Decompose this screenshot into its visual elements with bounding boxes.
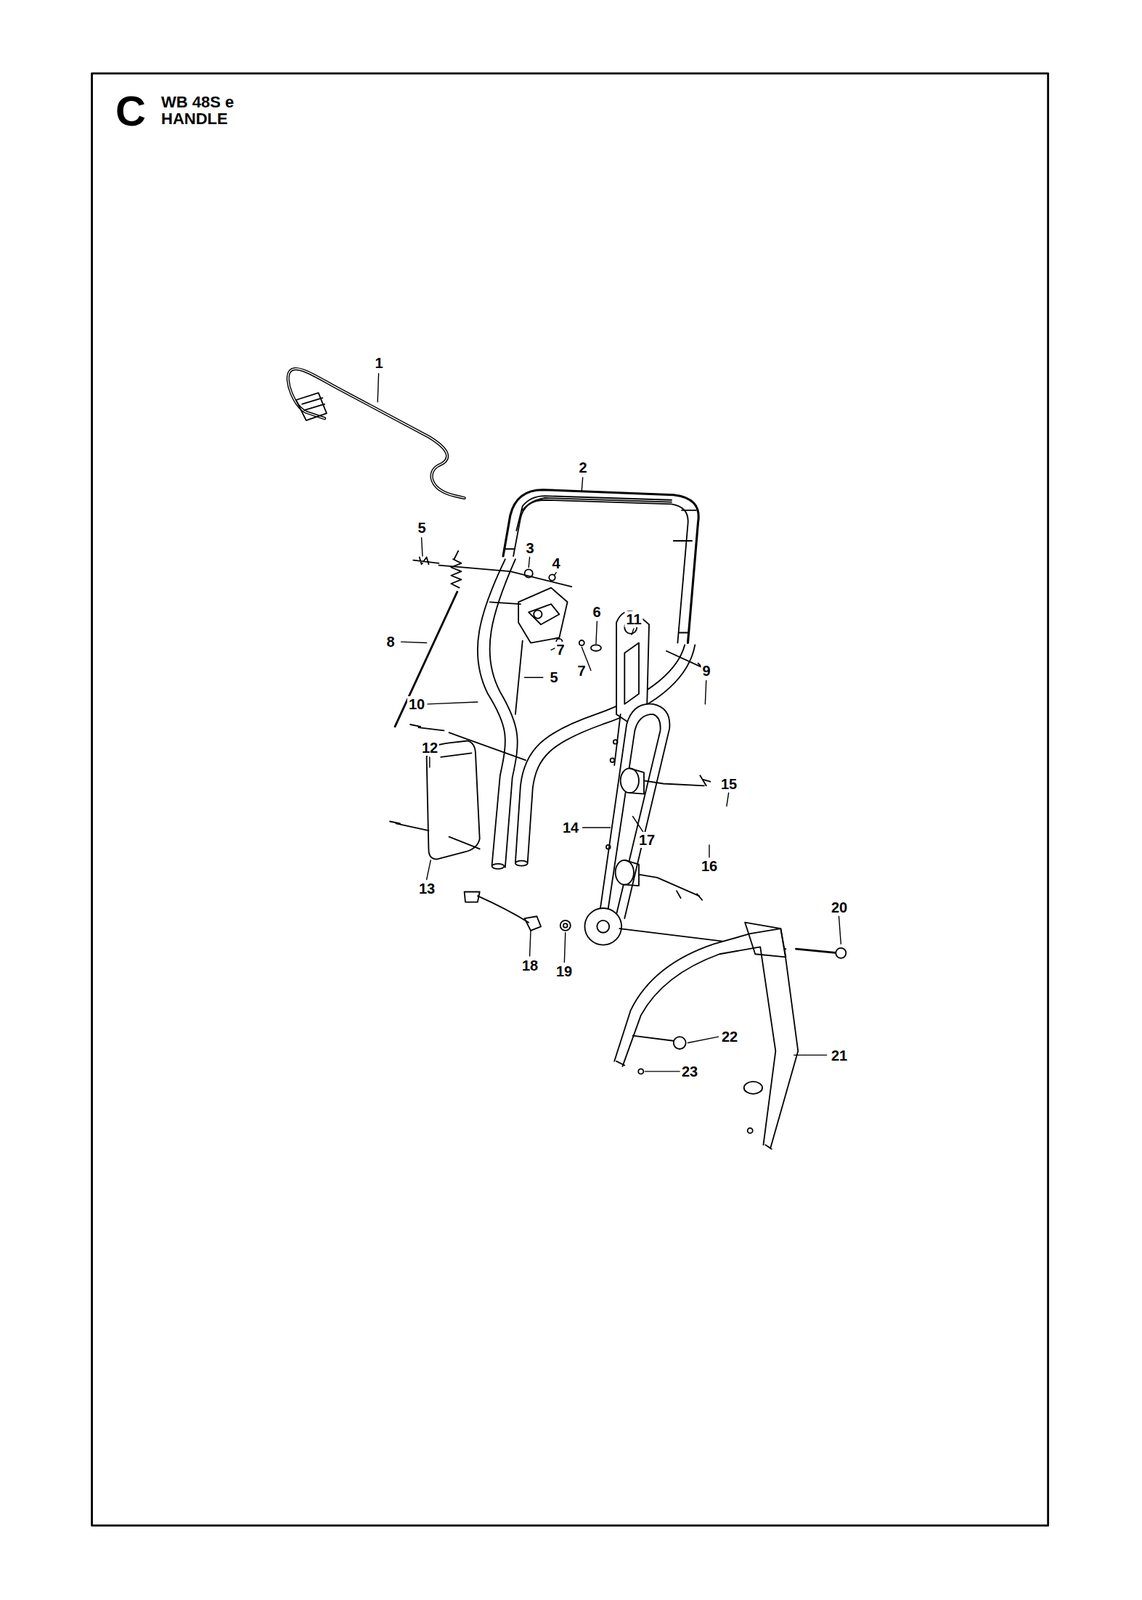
callout-number: 9 (700, 662, 712, 679)
callout-number: 19 (554, 963, 574, 980)
callout-number: 14 (561, 819, 581, 836)
leader-lines (377, 373, 841, 1071)
callout-number: 18 (520, 957, 540, 974)
cable-part (288, 368, 465, 499)
callout-number: 12 (420, 739, 440, 756)
lower-frame (614, 922, 846, 1150)
section-letter: C (115, 90, 146, 133)
spring-rod (394, 551, 707, 727)
callout-number: 3 (524, 540, 536, 557)
callout-number: 23 (680, 1063, 700, 1080)
cover-plate (389, 724, 526, 860)
upper-handle (503, 490, 699, 644)
callout-number: 7 (575, 662, 587, 679)
callout-number: 20 (829, 899, 849, 916)
callout-number: 6 (590, 604, 602, 621)
callout-number: 13 (417, 880, 437, 897)
callout-number: 8 (384, 633, 396, 650)
callout-number: 2 (577, 459, 589, 476)
callout-number: 16 (699, 858, 719, 875)
callout-number: 22 (720, 1028, 740, 1045)
callout-number: 15 (719, 776, 739, 793)
callout-number: 1 (373, 355, 385, 371)
callout-number: 7 (554, 641, 566, 658)
diagram-title: WB 48S e HANDLE (161, 93, 256, 128)
callout-number: 4 (550, 555, 562, 572)
callout-number: 5 (415, 519, 427, 536)
bracket-part (584, 704, 711, 946)
callout-number: 17 (637, 831, 657, 848)
callout-number: 11 (624, 611, 643, 628)
page-frame (92, 73, 1049, 1526)
callout-number: 21 (829, 1047, 849, 1064)
small-hardware (510, 569, 602, 651)
callout-number: 10 (407, 696, 427, 713)
callout-number: 5 (548, 669, 560, 686)
